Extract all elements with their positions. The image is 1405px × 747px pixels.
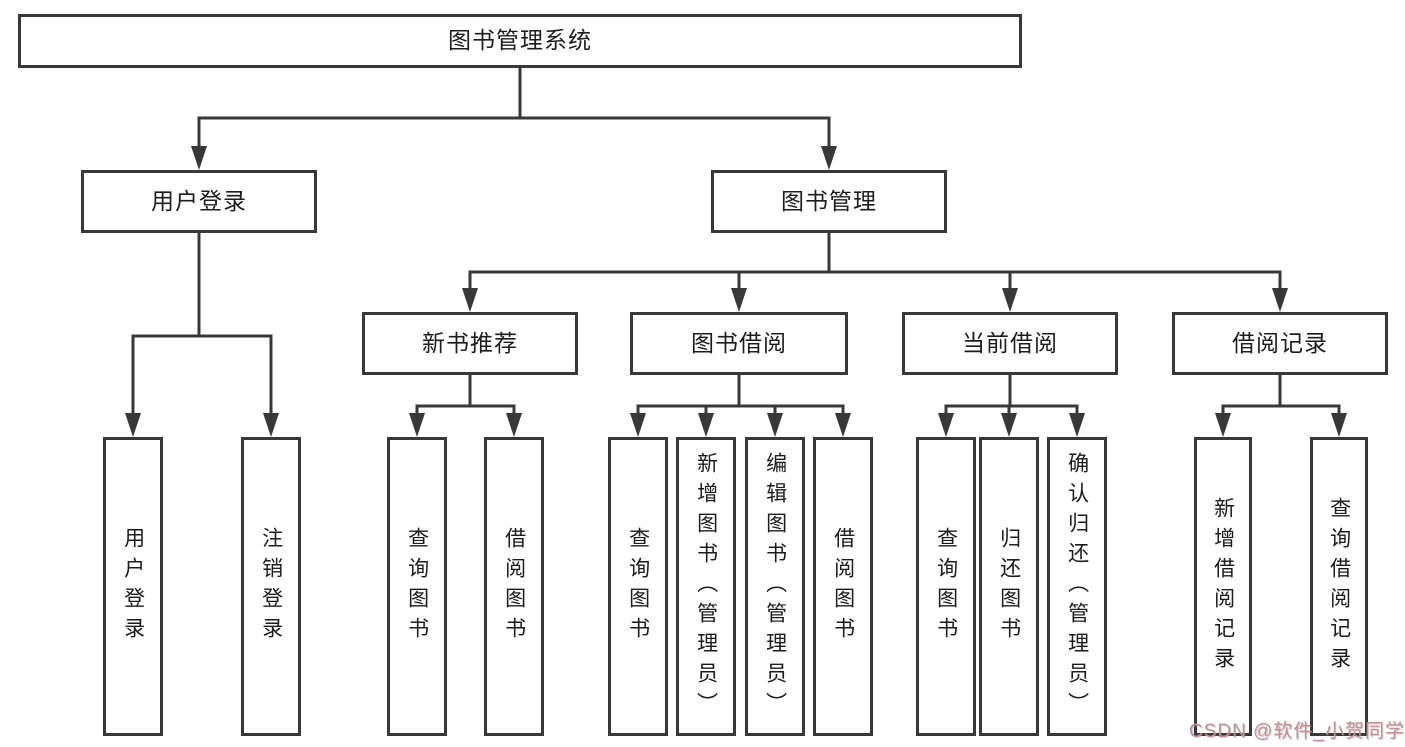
node-user-login: 用户登录 [81,170,317,233]
node-borrow-books-borrow: 借阅图书 [813,437,873,736]
node-query-books-borrow: 查询图书 [608,437,668,736]
node-edit-book-admin: 编辑图书（管理员） [745,437,805,736]
node-query-books-rec: 查询图书 [387,437,447,736]
node-book-mgmt: 图书管理 [711,170,947,233]
node-borrow-books-rec: 借阅图书 [484,437,544,736]
node-new-book-rec: 新书推荐 [362,312,578,375]
node-book-borrow: 图书借阅 [630,312,848,375]
node-root: 图书管理系统 [18,14,1022,68]
node-current-borrow: 当前借阅 [902,312,1118,375]
watermark: CSDN @软件_小贺同学 [1189,721,1405,742]
node-borrow-records: 借阅记录 [1172,312,1388,375]
node-return-books: 归还图书 [979,437,1039,736]
node-confirm-return-admin: 确认归还（管理员） [1047,437,1107,736]
node-user-login-action: 用户登录 [103,437,163,736]
node-logout-action: 注销登录 [241,437,301,736]
node-query-books-current: 查询图书 [916,437,976,736]
node-query-borrow-record: 查询借阅记录 [1310,437,1368,736]
node-add-book-admin: 新增图书（管理员） [676,437,736,736]
node-add-borrow-record: 新增借阅记录 [1194,437,1252,736]
